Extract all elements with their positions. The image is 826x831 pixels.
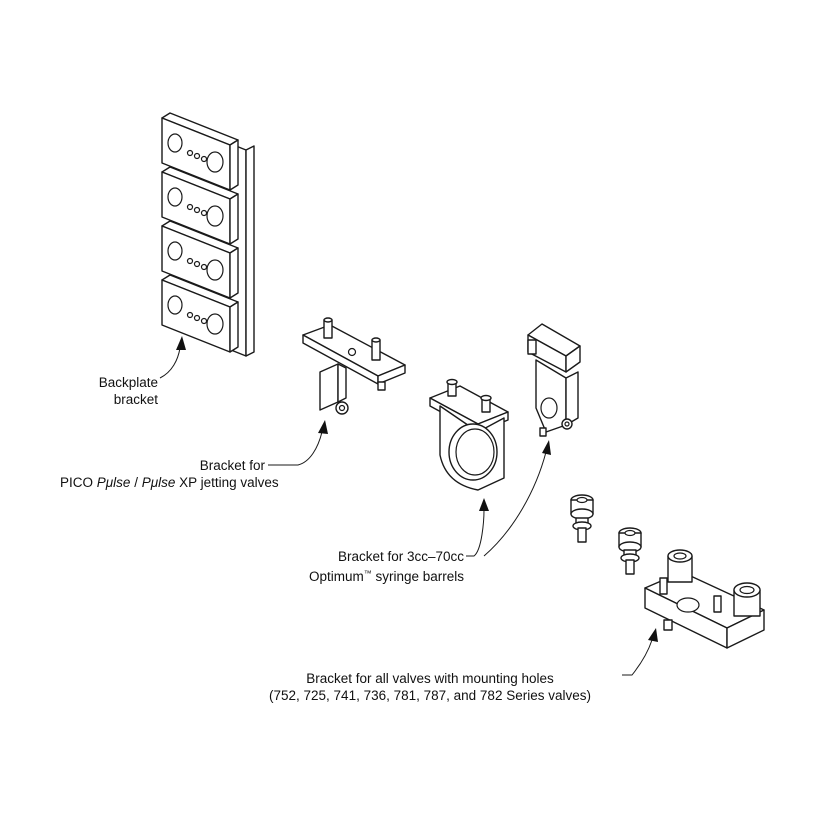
socket-screw-2	[618, 527, 642, 575]
pico-leader	[268, 420, 328, 466]
syringe-label-line2: Optimum™ syringe barrels	[260, 565, 464, 585]
mounting-label: Bracket for all valves with mounting hol…	[240, 670, 620, 704]
backplate-label-line1: Backplate	[98, 375, 158, 390]
syringe-label-optimum: Optimum	[308, 569, 364, 584]
mounting-label-line2: (752, 725, 741, 736, 781, 787, and 782 S…	[269, 688, 591, 703]
pico-label-separator: /	[130, 475, 142, 490]
pico-label-pulse-xp: Pμlse	[141, 475, 176, 490]
backplate-label-line2: bracket	[113, 392, 158, 407]
pico-label-line2: PICO Pμlse / Pμlse XP jetting valves	[60, 474, 279, 491]
mounting-leader	[622, 628, 658, 676]
pico-label-suffix: XP jetting valves	[175, 475, 279, 490]
pico-label: Bracket for PICO Pμlse / Pμlse XP jettin…	[60, 457, 279, 491]
syringe-label-suffix: syringe barrels	[371, 569, 464, 584]
pico-pulse-bracket-part	[302, 317, 406, 415]
backplate-leader	[159, 336, 186, 379]
syringe-label: Bracket for 3cc–70cc Optimum™ syringe ba…	[260, 548, 464, 585]
mounting-hole-bracket-part	[644, 549, 765, 649]
pico-label-prefix: PICO	[60, 475, 97, 490]
syringe-bracket-part	[429, 378, 509, 491]
trademark-symbol: ™	[363, 569, 372, 578]
backplate-bracket-part	[161, 112, 255, 357]
backplate-label: Backplate bracket	[60, 374, 158, 408]
socket-screw-1	[570, 494, 594, 543]
syringe-leader	[466, 440, 551, 557]
pico-label-line1: Bracket for	[199, 458, 265, 473]
syringe-label-line1: Bracket for 3cc–70cc	[337, 549, 464, 564]
angled-syringe-bracket-part	[527, 323, 581, 437]
mounting-label-line1: Bracket for all valves with mounting hol…	[306, 671, 554, 686]
pico-label-pulse: Pμlse	[96, 475, 131, 490]
